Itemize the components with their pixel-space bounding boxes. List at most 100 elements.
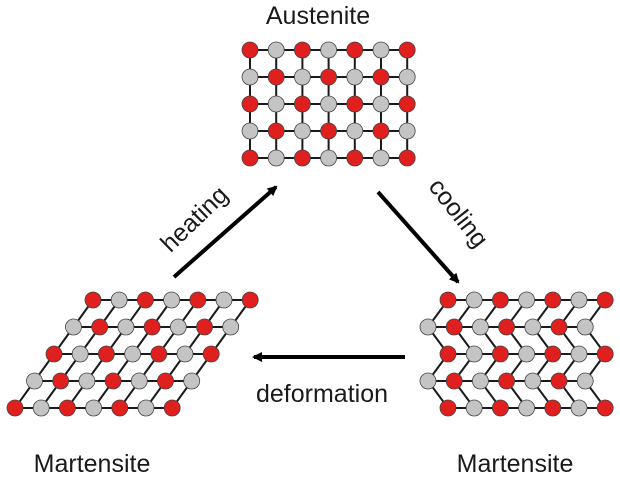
red-atom — [111, 399, 129, 417]
red-atom — [372, 68, 390, 86]
gray-atom — [32, 399, 50, 417]
red-atom — [241, 41, 259, 59]
red-atom — [550, 372, 568, 390]
red-atom — [439, 345, 457, 363]
red-atom — [59, 399, 76, 417]
red-atom — [150, 345, 168, 363]
red-atom — [91, 318, 109, 336]
red-atom — [267, 68, 285, 86]
red-atom — [241, 291, 259, 309]
red-atom — [6, 399, 24, 417]
gray-atom — [124, 345, 142, 363]
red-atom — [346, 95, 364, 113]
red-atom — [189, 291, 207, 309]
gray-atom — [518, 399, 535, 417]
red-atom — [445, 318, 463, 336]
red-atom — [320, 68, 338, 86]
gray-atom — [524, 318, 542, 336]
gray-atom — [26, 372, 43, 390]
gray-atom — [570, 291, 588, 309]
gray-atom — [576, 372, 594, 390]
heating-label: heating — [155, 181, 233, 258]
martensite-left-lattice — [6, 291, 259, 417]
gray-atom — [267, 149, 285, 167]
gray-atom — [465, 345, 483, 363]
gray-atom — [320, 95, 338, 113]
red-atom — [550, 318, 568, 336]
red-atom — [596, 291, 614, 309]
gray-atom — [372, 41, 390, 59]
red-atom — [157, 372, 174, 390]
gray-atom — [398, 68, 416, 86]
red-atom — [104, 372, 122, 390]
gray-atom — [110, 291, 128, 309]
gray-atom — [372, 149, 390, 167]
gray-atom — [576, 318, 594, 336]
gray-atom — [518, 291, 535, 309]
gray-atom — [419, 318, 437, 336]
cooling-arrow — [376, 190, 460, 284]
gray-atom — [570, 345, 588, 363]
deformation-label: deformation — [256, 380, 388, 408]
gray-atom — [176, 345, 194, 363]
red-atom — [163, 399, 181, 417]
red-atom — [398, 95, 416, 113]
red-atom — [498, 372, 516, 390]
heating-arrow — [172, 185, 278, 279]
gray-atom — [71, 345, 89, 363]
gray-atom — [471, 372, 489, 390]
gray-atom — [130, 372, 148, 390]
gray-atom — [346, 68, 364, 86]
red-atom — [491, 291, 509, 309]
red-atom — [346, 41, 364, 59]
red-atom — [84, 291, 102, 309]
gray-atom — [465, 291, 483, 309]
red-atom — [544, 399, 562, 417]
gray-atom — [267, 41, 285, 59]
red-atom — [293, 95, 311, 113]
gray-atom — [78, 372, 96, 390]
red-atom — [544, 345, 562, 363]
gray-atom — [346, 122, 364, 140]
gray-atom — [65, 318, 82, 336]
austenite-lattice — [241, 41, 416, 167]
red-atom — [372, 122, 390, 140]
gray-atom — [241, 68, 259, 86]
red-atom — [202, 345, 220, 363]
gray-atom — [293, 68, 311, 86]
red-atom — [143, 318, 161, 336]
red-atom — [320, 122, 338, 140]
red-atom — [45, 345, 63, 363]
gray-atom — [222, 318, 240, 336]
red-atom — [596, 345, 614, 363]
austenite-label: Austenite — [266, 2, 370, 30]
red-atom — [52, 372, 70, 390]
red-atom — [136, 291, 154, 309]
martensite-right-label: Martensite — [457, 450, 574, 478]
gray-atom — [419, 372, 437, 390]
gray-atom — [183, 372, 201, 390]
martensite-left-label: Martensite — [34, 450, 151, 478]
red-atom — [596, 399, 614, 417]
gray-atom — [320, 149, 338, 167]
red-atom — [241, 149, 259, 167]
gray-atom — [267, 95, 285, 113]
gray-atom — [137, 399, 155, 417]
red-atom — [398, 41, 416, 59]
red-atom — [346, 149, 364, 167]
red-atom — [267, 122, 285, 140]
gray-atom — [163, 291, 181, 309]
red-atom — [439, 399, 457, 417]
red-atom — [398, 149, 416, 167]
gray-atom — [471, 318, 489, 336]
red-atom — [98, 345, 115, 363]
red-atom — [544, 291, 562, 309]
gray-atom — [570, 399, 588, 417]
cooling-label: cooling — [423, 173, 494, 253]
red-atom — [439, 291, 457, 309]
red-atom — [241, 95, 259, 113]
gray-atom — [320, 41, 338, 59]
gray-atom — [372, 95, 390, 113]
red-atom — [491, 345, 509, 363]
red-atom — [498, 318, 516, 336]
